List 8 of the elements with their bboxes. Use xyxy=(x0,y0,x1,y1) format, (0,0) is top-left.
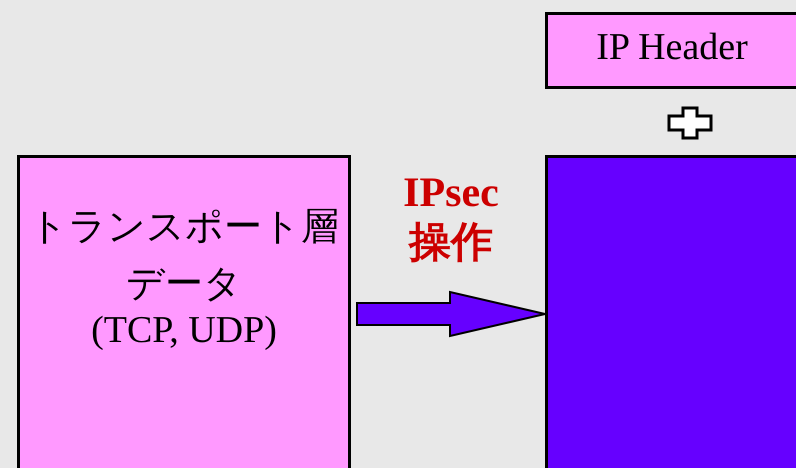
edge-label: IPsec 操作 xyxy=(402,169,500,268)
data-block xyxy=(545,155,796,468)
box-label: IP Header xyxy=(595,25,749,69)
box-label: トランスポート層データ xyxy=(28,203,340,307)
text-box xyxy=(545,12,796,89)
box-label: (TCP, UDP) xyxy=(90,308,278,352)
text-box xyxy=(17,155,351,468)
block-arrow xyxy=(356,290,546,338)
